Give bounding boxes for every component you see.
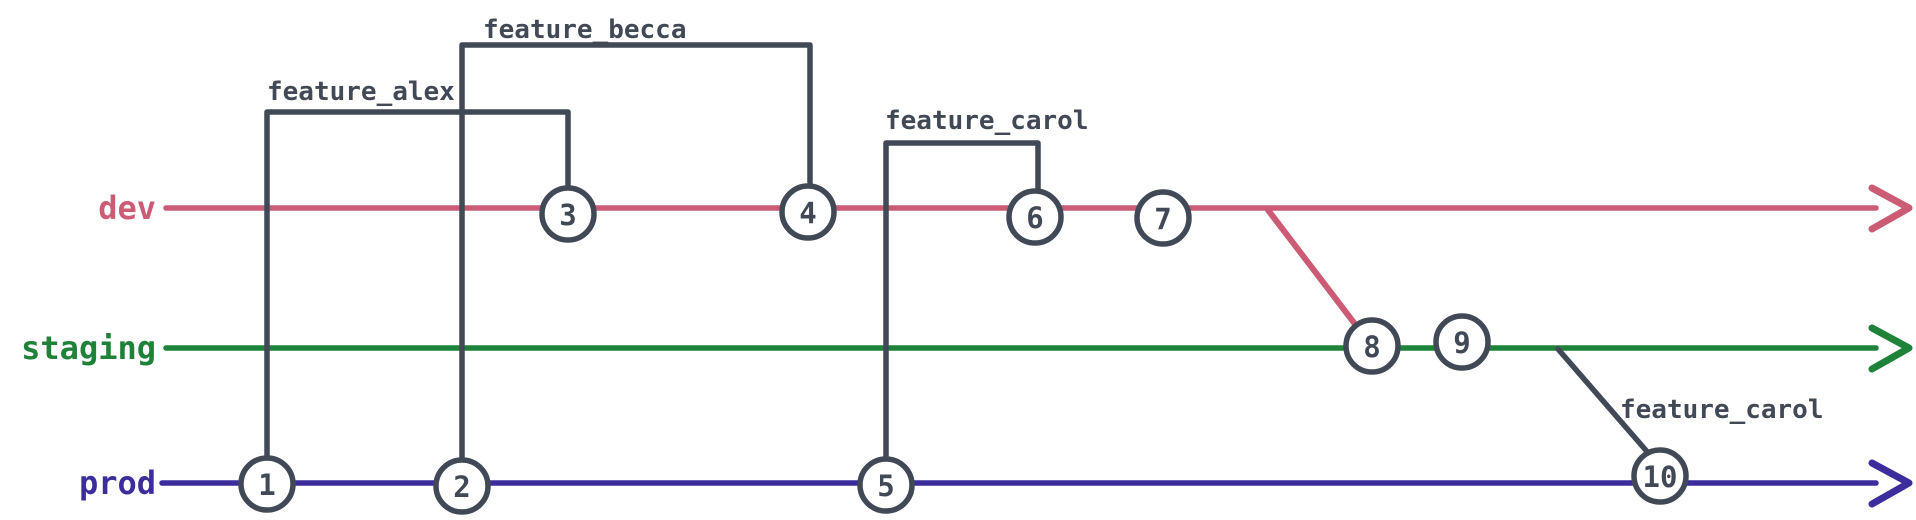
commit-number: 10: [1643, 460, 1678, 494]
commit-circle: [1134, 189, 1192, 247]
commit-number: 1: [258, 468, 275, 502]
feature-alex-branch-path: [264, 109, 571, 461]
feature-carol-branch-path: [883, 140, 1041, 462]
commit-number: 4: [799, 196, 816, 230]
commit-node-3: 3: [539, 185, 597, 243]
staging-branch-label: staging: [21, 329, 156, 367]
commit-node-10: 10: [1631, 447, 1689, 505]
feature-carol-second-label: feature_carol: [1620, 395, 1824, 425]
commit-circle: [779, 183, 837, 241]
feature-carol-label: feature_carol: [885, 106, 1089, 136]
branch-staging: staging: [21, 324, 1913, 373]
commit-circle: [539, 185, 597, 243]
commit-circle: [1006, 188, 1064, 246]
commit-node-4: 4: [779, 183, 837, 241]
feature-carol-to-prod-line: [1555, 346, 1653, 458]
commit-circle: [857, 456, 915, 514]
merge-dev-into-staging-line: [1265, 207, 1361, 331]
dev-branch-label: dev: [98, 189, 156, 227]
commit-circle: [238, 455, 296, 513]
commit-number: 3: [559, 198, 576, 232]
commit-number: 9: [1453, 326, 1470, 360]
commit-circle: [1433, 313, 1491, 371]
commit-node-8: 8: [1343, 317, 1401, 375]
commit-node-6: 6: [1006, 188, 1064, 246]
commit-circle: [433, 457, 491, 515]
commit-circle: [1631, 447, 1689, 505]
commit-node-2: 2: [433, 457, 491, 515]
prod-branch-label: prod: [79, 464, 156, 502]
commit-number: 5: [877, 469, 894, 503]
dev-arrowhead-icon: [1868, 184, 1913, 233]
staging-arrowhead-icon: [1868, 324, 1913, 373]
commit-number: 7: [1154, 202, 1171, 236]
prod-arrowhead-icon: [1868, 459, 1913, 508]
commit-number: 6: [1026, 201, 1043, 235]
commit-circle: [1343, 317, 1401, 375]
feature-becca-label: feature_becca: [483, 15, 687, 45]
feature-alex-label: feature_alex: [267, 77, 455, 107]
feature-becca-branch-path: [459, 42, 813, 463]
commit-number: 2: [453, 470, 470, 504]
commit-node-9: 9: [1433, 313, 1491, 371]
commit-number: 8: [1363, 330, 1380, 364]
branch-dev: dev: [98, 184, 1913, 233]
commit-node-7: 7: [1134, 189, 1192, 247]
commit-node-5: 5: [857, 456, 915, 514]
commit-node-1: 1: [238, 455, 296, 513]
